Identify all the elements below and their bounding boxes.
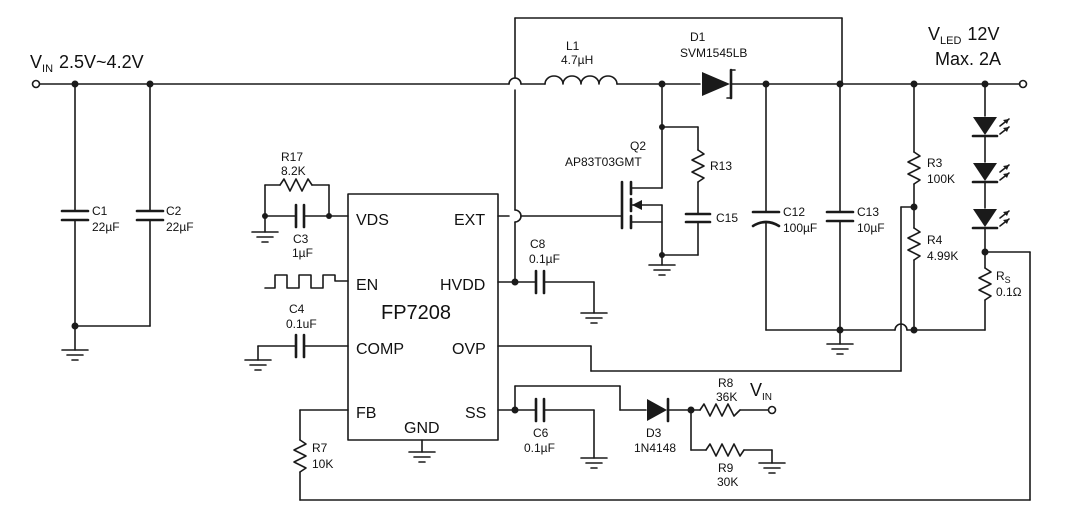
svg-text:22µF: 22µF	[166, 220, 194, 234]
svg-text:R9: R9	[718, 461, 734, 475]
svg-text:R7: R7	[312, 441, 328, 455]
capacitor-c1: C1 22µF	[60, 83, 120, 327]
svg-text:C6: C6	[533, 426, 549, 440]
svg-text:4.7µH: 4.7µH	[561, 53, 593, 67]
en-pwm-signal	[264, 274, 349, 289]
svg-text:C2: C2	[166, 204, 182, 218]
svg-text:C4: C4	[289, 302, 305, 316]
vin-rail	[31, 77, 546, 89]
snubber-r13-c15: R13 C15	[648, 124, 738, 276]
svg-text:C1: C1	[92, 204, 108, 218]
svg-text:100K: 100K	[927, 172, 955, 186]
svg-text:VIN: VIN	[750, 380, 772, 403]
svg-text:D3: D3	[646, 426, 662, 440]
svg-text:R8: R8	[718, 376, 734, 390]
svg-text:OVP: OVP	[452, 341, 486, 358]
capacitor-c6: C6 0.1µF	[497, 397, 608, 469]
svg-text:RS: RS	[996, 269, 1011, 285]
ovp-net	[497, 206, 915, 372]
ground-symbol	[61, 325, 89, 361]
output-ground-net	[765, 323, 986, 355]
svg-text:R3: R3	[927, 156, 943, 170]
capacitor-c4: C4 0.1uF	[244, 302, 349, 371]
svg-text:10K: 10K	[312, 457, 333, 471]
svg-text:FP7208: FP7208	[381, 302, 451, 324]
svg-text:D1: D1	[690, 30, 706, 44]
svg-text:VDS: VDS	[356, 212, 389, 229]
svg-text:EXT: EXT	[454, 212, 485, 229]
svg-text:SVM1545LB: SVM1545LB	[680, 46, 747, 60]
svg-text:GND: GND	[404, 420, 440, 437]
capacitor-c8: C8 0.1µF	[497, 221, 608, 324]
svg-text:R13: R13	[710, 159, 732, 173]
svg-text:L1: L1	[566, 39, 580, 53]
capacitor-c3: C3 1µF	[251, 203, 349, 260]
resistor-r3: R3 100K	[907, 83, 955, 229]
svg-text:C12: C12	[783, 205, 805, 219]
capacitor-c12: C12 100µF	[751, 83, 817, 331]
resistor-r17: R17 8.2K	[264, 150, 330, 217]
svg-text:36K: 36K	[716, 390, 737, 404]
resistor-r4: R4 4.99K	[907, 227, 958, 331]
svg-text:C3: C3	[293, 232, 309, 246]
ext-bypass-wire	[514, 17, 843, 223]
svg-text:EN: EN	[356, 277, 378, 294]
resistor-r8: R8 36K VIN	[699, 376, 777, 417]
led-string	[971, 83, 1010, 269]
capacitor-c13: C13 10µF	[825, 83, 885, 331]
svg-text:C13: C13	[857, 205, 879, 219]
svg-text:1N4148: 1N4148	[634, 441, 676, 455]
svg-text:100µF: 100µF	[783, 221, 817, 235]
mosfet-q2: Q2 AP83T03GMT	[565, 83, 663, 256]
ic-gnd-wire	[408, 439, 436, 463]
svg-text:HVDD: HVDD	[440, 277, 485, 294]
capacitor-c2: C2 22µF	[71, 83, 194, 330]
svg-text:0.1Ω: 0.1Ω	[996, 285, 1022, 299]
svg-text:30K: 30K	[717, 475, 738, 489]
svg-text:0.1uF: 0.1uF	[286, 317, 317, 331]
svg-text:C15: C15	[716, 211, 738, 225]
svg-text:FB: FB	[356, 405, 376, 422]
fb-sense-net	[299, 251, 1031, 501]
schottky-diode-d1: D1 SVM1545LB	[680, 30, 1028, 100]
svg-text:4.99K: 4.99K	[927, 249, 958, 263]
svg-text:SS: SS	[465, 405, 486, 422]
svg-text:AP83T03GMT: AP83T03GMT	[565, 155, 642, 169]
inductor-l1: L1 4.7µH	[544, 39, 701, 88]
svg-text:0.1µF: 0.1µF	[529, 252, 560, 266]
svg-text:0.1µF: 0.1µF	[524, 441, 555, 455]
svg-text:C8: C8	[530, 237, 546, 251]
svg-text:1µF: 1µF	[292, 246, 313, 260]
svg-text:Q2: Q2	[630, 139, 646, 153]
svg-text:10µF: 10µF	[857, 221, 885, 235]
svg-text:COMP: COMP	[356, 341, 404, 358]
resistor-r7: R7 10K	[293, 409, 349, 501]
svg-text:R17: R17	[281, 150, 303, 164]
svg-text:22µF: 22µF	[92, 220, 120, 234]
svg-text:Max. 2A: Max. 2A	[935, 49, 1001, 69]
svg-text:R4: R4	[927, 233, 943, 247]
svg-text:8.2K: 8.2K	[281, 164, 306, 178]
resistor-rs: RS 0.1Ω	[978, 267, 1022, 331]
ic-fp7208: FP7208 VDS EN COMP FB EXT HVDD OVP SS GN…	[347, 193, 499, 441]
resistor-r9: R9 30K	[690, 409, 786, 489]
